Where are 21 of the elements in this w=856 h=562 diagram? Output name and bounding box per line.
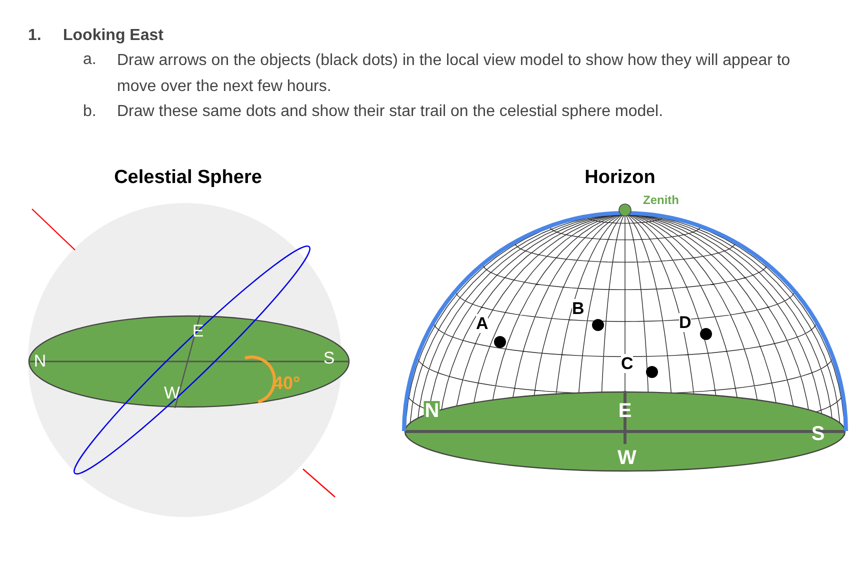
horizon-plane [28, 315, 350, 408]
compass-letter: E [618, 401, 632, 421]
question-title: Looking East [63, 26, 164, 46]
star-label: A [476, 314, 488, 333]
panel-title: Celestial Sphere [114, 166, 262, 190]
zenith-label: Zenith [643, 192, 679, 209]
star-label: C [621, 354, 634, 373]
star-label: D [679, 313, 692, 332]
list-letter: a. [83, 50, 96, 70]
compass-letter: W [618, 448, 636, 468]
compass-letter: S [811, 424, 825, 444]
compass-letter: S [323, 350, 335, 366]
list-number: 1. [28, 26, 42, 46]
panel-title: Horizon [584, 166, 656, 190]
compass-letter: W [164, 384, 180, 402]
horizon-plane [404, 391, 846, 472]
compass-letter: N [34, 352, 46, 370]
instruction-text: Draw these same dots and show their star trail on the celestial sphere model. [117, 102, 664, 122]
instruction-text: Draw arrows on the objects (black dots) in the local view model to show how they will appear to move over the next few hours. [117, 51, 792, 97]
angle-label: 40° [273, 372, 300, 395]
list-letter: b. [83, 102, 96, 122]
